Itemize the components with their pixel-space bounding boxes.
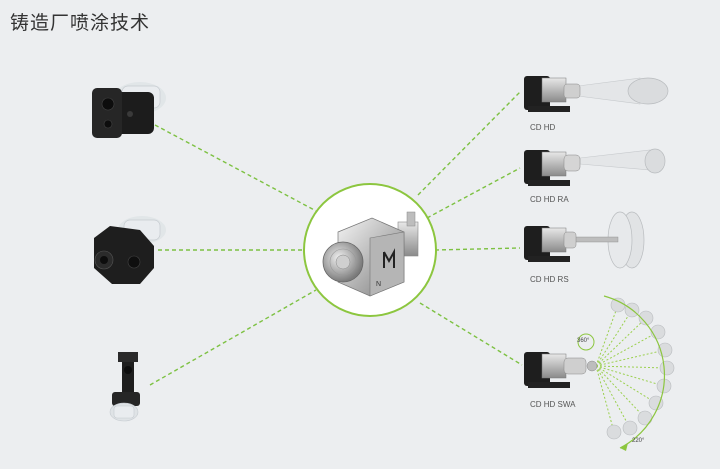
nozzle-label-cd-hd-swa: CD HD SWA bbox=[530, 400, 576, 409]
swivel-angle-label: 220° bbox=[632, 438, 645, 444]
connector-mount-3 bbox=[149, 289, 317, 386]
nozzle-cd-hd-rs bbox=[524, 211, 645, 269]
nozzle-cd-hd bbox=[524, 76, 669, 112]
connector-nozzle-4 bbox=[419, 302, 523, 366]
connector-nozzle-2 bbox=[426, 167, 521, 219]
center-module: N bbox=[303, 183, 437, 317]
mount-bracket bbox=[109, 352, 140, 422]
connector-mount-1 bbox=[154, 124, 319, 213]
nozzle-label-cd-hd-rs: CD HD RS bbox=[530, 275, 569, 284]
connector-nozzle-1 bbox=[417, 91, 521, 196]
page-title: 铸造厂喷涂技术 bbox=[10, 12, 151, 34]
svg-text:N: N bbox=[376, 281, 381, 288]
mount-flange-1 bbox=[92, 82, 166, 138]
swivel-arc bbox=[603, 295, 665, 449]
nozzle-label-cd-hd: CD HD bbox=[530, 123, 556, 132]
nozzle-cd-hd-ra bbox=[524, 148, 666, 186]
connectors bbox=[149, 91, 523, 386]
mount-flange-2 bbox=[94, 216, 166, 284]
nozzle-label-cd-hd-ra: CD HD RA bbox=[530, 195, 569, 204]
m-logo-icon bbox=[383, 248, 395, 268]
nozzle-cd-hd-swa bbox=[524, 295, 675, 451]
connector-nozzle-3 bbox=[434, 247, 521, 251]
rotation-angle-label: 360° bbox=[577, 338, 590, 344]
